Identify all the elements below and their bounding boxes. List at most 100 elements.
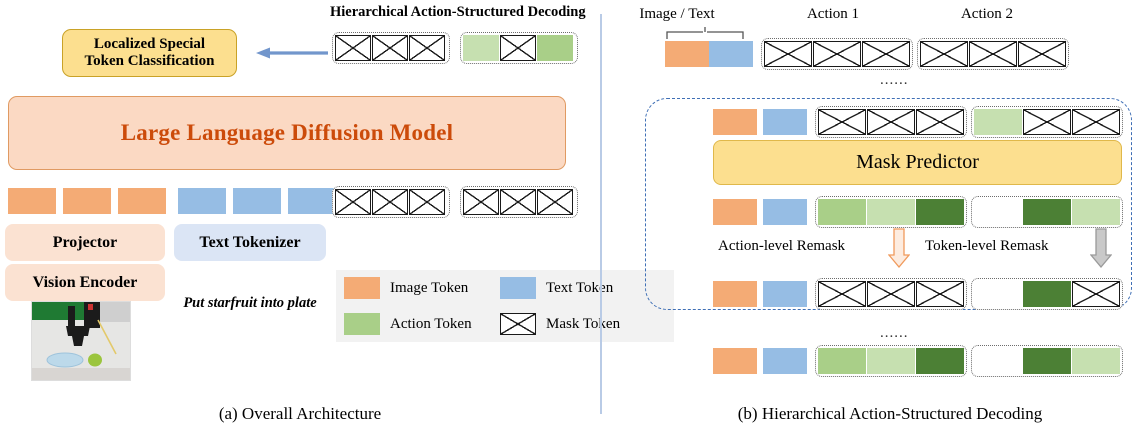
mask-token <box>920 41 968 67</box>
action-group-b3-a1 <box>815 196 967 228</box>
image-token <box>713 109 757 135</box>
token-level-remask-label: Token-level Remask <box>925 238 1049 254</box>
caption-panel-a: (a) Overall Architecture <box>218 404 382 423</box>
action-group-b5-a1 <box>815 345 967 377</box>
mask-token <box>818 109 866 135</box>
caption-panel-b: (b) Hierarchical Action-Structured Decod… <box>737 404 1043 423</box>
mask-token <box>867 281 915 307</box>
mask-token <box>813 41 861 67</box>
mask-group-a3 <box>460 186 578 218</box>
image-token <box>63 188 111 214</box>
text-token <box>763 109 807 135</box>
image-token <box>713 199 757 225</box>
robot-scene-image <box>31 301 131 381</box>
mask-token <box>409 189 445 215</box>
image-token <box>665 41 709 67</box>
action-group-b5-a2 <box>971 345 1123 377</box>
panel-b-row-1 <box>665 38 1069 70</box>
action-token <box>867 348 915 374</box>
panel-b-row-2 <box>713 106 1123 138</box>
action-group-b1-a2 <box>917 38 1069 70</box>
image-text-brace-icon <box>666 27 744 39</box>
action-token <box>537 35 573 61</box>
panel-b-row-4 <box>713 278 1123 310</box>
action-group-b1-a1 <box>761 38 913 70</box>
action-token <box>463 35 499 61</box>
action-token <box>1023 348 1071 374</box>
mask-predictor-box: Mask Predictor <box>713 140 1122 185</box>
header-action-1: Action 1 <box>806 6 860 22</box>
action-token <box>867 199 915 225</box>
image-token <box>118 188 166 214</box>
header-image-text: Image / Text <box>639 6 715 22</box>
empty-token <box>974 199 1022 225</box>
mask-token <box>335 189 371 215</box>
text-tokenizer-label: Text Tokenizer <box>199 233 301 251</box>
mask-predictor-label: Mask Predictor <box>856 151 979 173</box>
mask-token <box>764 41 812 67</box>
mask-token <box>862 41 910 67</box>
mask-token <box>335 35 371 61</box>
lstc-line-2: Token Classification <box>84 53 215 69</box>
action-group-b2-a1 <box>815 106 967 138</box>
action-token <box>818 348 866 374</box>
mask-token <box>969 41 1017 67</box>
mask-token <box>1023 109 1071 135</box>
mask-token <box>372 35 408 61</box>
text-token <box>763 348 807 374</box>
mask-token <box>916 109 964 135</box>
empty-token <box>974 281 1022 307</box>
mask-token <box>500 35 536 61</box>
instruction-text: Put starfruit into plate <box>183 295 317 311</box>
localized-special-token-classification-box: Localized Special Token Classification <box>62 29 237 77</box>
text-token <box>709 41 753 67</box>
text-tokenizer-box: Text Tokenizer <box>174 224 326 261</box>
action-token <box>1072 199 1120 225</box>
hasd-title: Hierarchical Action-Structured Decoding <box>330 4 586 20</box>
mask-token <box>916 281 964 307</box>
legend-swatch-action-token <box>344 313 380 335</box>
image-token <box>713 348 757 374</box>
legend-swatch-mask-token <box>500 313 536 335</box>
panel-a-mask-sequence <box>332 186 578 218</box>
action-level-remask-arrow-icon <box>888 228 910 268</box>
legend-label-image-token: Image Token <box>390 279 469 296</box>
action-token <box>916 348 964 374</box>
action-token <box>1023 199 1071 225</box>
projector-box: Projector <box>5 224 165 261</box>
text-token <box>233 188 281 214</box>
action-token <box>1023 281 1071 307</box>
text-token <box>763 281 807 307</box>
text-token <box>178 188 226 214</box>
llm-label: Large Language Diffusion Model <box>120 120 454 145</box>
action-group-b3-a2 <box>971 196 1123 228</box>
mask-token <box>1072 109 1120 135</box>
action-token <box>974 109 1022 135</box>
mask-group-a2 <box>332 186 450 218</box>
panel-b-row-5 <box>713 345 1123 377</box>
ellipsis-top: ...... <box>880 72 909 88</box>
mask-token <box>867 109 915 135</box>
panel-divider <box>600 14 602 414</box>
action-group-b4-a2 <box>971 278 1123 310</box>
mask-token <box>500 189 536 215</box>
vision-encoder-box: Vision Encoder <box>5 264 165 301</box>
mask-token <box>818 281 866 307</box>
mask-group-a1 <box>332 32 450 64</box>
mask-token <box>1072 281 1120 307</box>
legend-label-text-token: Text Token <box>546 279 614 296</box>
mask-token <box>1018 41 1066 67</box>
projector-label: Projector <box>52 233 118 251</box>
lstc-line-1: Localized Special <box>93 35 206 52</box>
action-group-a1 <box>460 32 578 64</box>
ellipsis-bottom: ...... <box>880 325 909 341</box>
mask-token <box>463 189 499 215</box>
text-token <box>763 199 807 225</box>
legend-swatch-text-token <box>500 277 536 299</box>
action-token <box>916 199 964 225</box>
action-token <box>818 199 866 225</box>
header-action-2: Action 2 <box>960 6 1014 22</box>
panel-b-row-3 <box>713 196 1123 228</box>
action-token <box>1072 348 1120 374</box>
token-level-remask-arrow-icon <box>1090 228 1112 268</box>
